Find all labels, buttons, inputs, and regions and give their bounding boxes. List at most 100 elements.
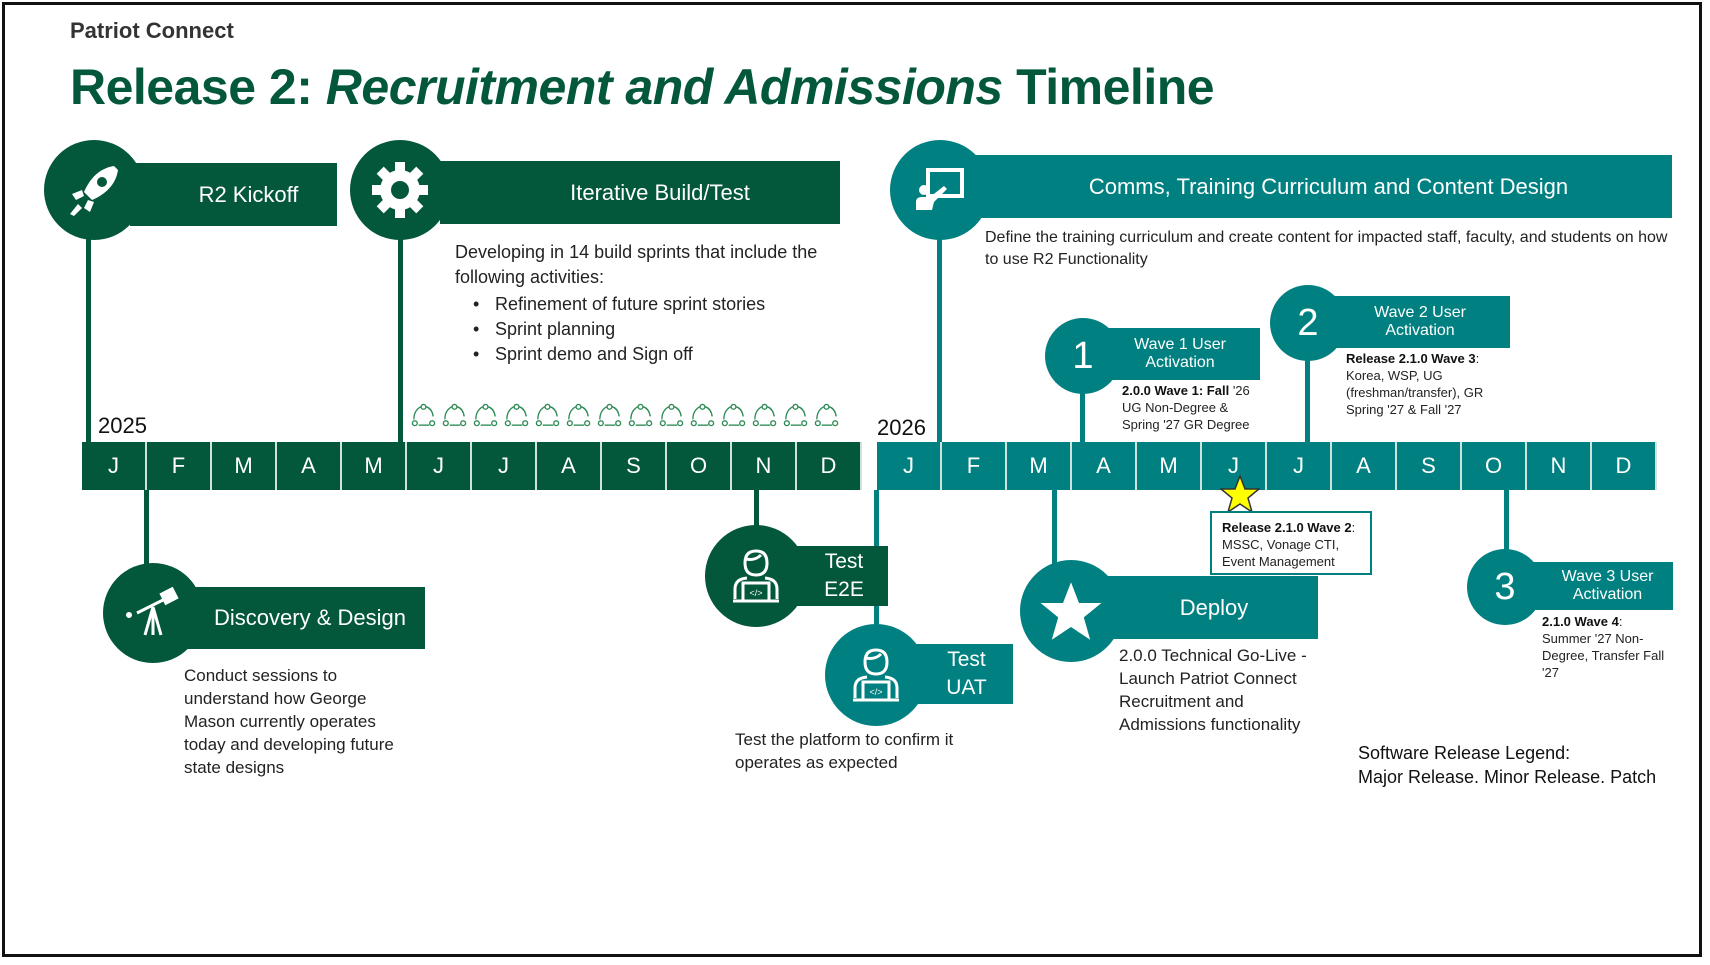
sprint-cycle-icon [473, 403, 498, 427]
release-star-icon [1220, 474, 1260, 514]
test-uat-line1: Test [947, 648, 986, 671]
sprint-cycle-icon [442, 403, 467, 427]
month-cell: M [1137, 442, 1202, 490]
sprint-cycle-icon [721, 403, 746, 427]
build-description: Developing in 14 build sprints that incl… [455, 240, 855, 367]
release-box-rest: : MSSC, Vonage CTI, Event Management [1222, 520, 1356, 569]
comms-circle [890, 140, 990, 240]
page-title: Release 2: Recruitment and Admissions Ti… [70, 58, 1215, 116]
month-cell: J [1267, 442, 1332, 490]
wave3-desc-rest: : Summer '27 Non-Degree, Transfer Fall '… [1542, 614, 1665, 680]
sprint-cycle-icon [411, 403, 436, 427]
month-cell: J [472, 442, 537, 490]
release-box-bold: Release 2.1.0 Wave 2 [1222, 520, 1352, 535]
deploy-desc-bold: 2.0.0 Technical Go-Live [1119, 646, 1297, 665]
title-prefix: Release 2: [70, 59, 326, 115]
legend-text: Major Release. Minor Release. Patch [1358, 767, 1657, 787]
wave2-description: Release 2.1.0 Wave 3: Korea, WSP, UG (fr… [1346, 350, 1506, 418]
month-cell: D [797, 442, 862, 490]
build-activity: Sprint demo and Sign off [473, 342, 855, 367]
wave2-number: 2 [1297, 301, 1319, 344]
month-cell: A [1072, 442, 1137, 490]
comms-stem [937, 232, 942, 442]
month-cell: N [1527, 442, 1592, 490]
developer-icon: </> [733, 549, 779, 603]
title-italic: Recruitment and Admissions [325, 59, 1003, 115]
month-cell: O [1462, 442, 1527, 490]
deploy-stem [1052, 490, 1057, 565]
deploy-description: 2.0.0 Technical Go-Live - Launch Patriot… [1119, 644, 1309, 736]
build-circle [350, 140, 450, 240]
sprint-cycle-icon [752, 403, 777, 427]
sprint-cycles [410, 402, 840, 429]
comms-label: Comms, Training Curriculum and Content D… [1088, 173, 1569, 199]
build-activity: Sprint planning [473, 317, 855, 342]
comms-description: Define the training curriculum and creat… [985, 229, 1668, 268]
wave2-circle: 2 [1270, 285, 1346, 361]
deploy-label: Deploy [1179, 594, 1249, 620]
wave3-stem [1504, 490, 1509, 552]
wave1-label-line2: Activation [1145, 354, 1215, 371]
kickoff-banner: R2 Kickoff [130, 163, 337, 226]
sprint-cycle-icon [504, 403, 529, 427]
svg-text:</>: </> [749, 588, 762, 598]
wave2-stem [1305, 355, 1310, 442]
wave3-description: 2.1.0 Wave 4: Summer '27 Non-Degree, Tra… [1542, 613, 1672, 681]
month-cell: M [1007, 442, 1072, 490]
month-cell: M [212, 442, 277, 490]
month-cell: O [667, 442, 732, 490]
sprint-cycle-icon [814, 403, 839, 427]
deploy-circle [1020, 560, 1122, 662]
kickoff-stem [86, 232, 91, 442]
software-release-legend: Software Release Legend: Major Release. … [1358, 741, 1708, 789]
gear-icon [372, 162, 428, 218]
deploy-desc-rest: - Launch Patriot Connect Recruitment and… [1119, 646, 1307, 734]
wave1-desc-rest: '26 UG Non-Degree & Spring '27 GR Degree [1122, 383, 1250, 432]
month-cell: A [1332, 442, 1397, 490]
month-cell: A [277, 442, 342, 490]
build-label: Iterative Build/Test [570, 179, 750, 205]
comms-banner: Comms, Training Curriculum and Content D… [955, 155, 1672, 218]
test-uat-circle: </> [825, 624, 927, 726]
wave3-number: 3 [1494, 565, 1516, 608]
presentation-icon [916, 168, 964, 210]
build-intro: Developing in 14 build sprints that incl… [455, 242, 818, 287]
build-stem [398, 232, 403, 442]
wave1-description: 2.0.0 Wave 1: Fall '26 UG Non-Degree & S… [1122, 382, 1262, 433]
wave1-label-line1: Wave 1 User [1134, 336, 1226, 353]
wave2-label-line2: Activation [1385, 322, 1455, 339]
month-cell: M [342, 442, 407, 490]
month-cell: J [82, 442, 147, 490]
sprint-cycle-icon [566, 403, 591, 427]
year-label-2025: 2025 [98, 413, 147, 438]
discovery-stem [144, 490, 149, 565]
discovery-circle [103, 563, 203, 663]
month-cell: S [602, 442, 667, 490]
discovery-description: Conduct sessions to understand how Georg… [184, 666, 394, 777]
sprint-cycle-icon [783, 403, 808, 427]
month-cell: D [1592, 442, 1657, 490]
title-suffix: Timeline [1002, 59, 1215, 115]
discovery-banner: Discovery & Design [175, 587, 425, 649]
month-cell: J [1202, 442, 1267, 490]
wave2-label-line1: Wave 2 User [1374, 304, 1466, 321]
wave1-desc-bold: 2.0.0 Wave 1: Fall [1122, 383, 1230, 398]
build-activity-list: Refinement of future sprint stories Spri… [455, 292, 855, 367]
legend-title: Software Release Legend: [1358, 743, 1571, 763]
sprint-cycle-icon [690, 403, 715, 427]
build-banner: Iterative Build/Test [440, 161, 840, 224]
wave3-label-line1: Wave 3 User [1561, 568, 1654, 585]
discovery-label: Discovery & Design [214, 605, 406, 630]
release-210-wave2-box: Release 2.1.0 Wave 2: MSSC, Vonage CTI, … [1210, 511, 1372, 575]
test-e2e-line1: Test [824, 550, 864, 573]
month-cell: J [877, 442, 942, 490]
test-e2e-line2: E2E [824, 578, 864, 601]
wave2-desc-rest: : Korea, WSP, UG (freshman/transfer), GR… [1346, 351, 1484, 417]
kickoff-circle [44, 140, 144, 240]
wave2-desc-bold: Release 2.1.0 Wave 3 [1346, 351, 1476, 366]
build-activity: Refinement of future sprint stories [473, 292, 855, 317]
